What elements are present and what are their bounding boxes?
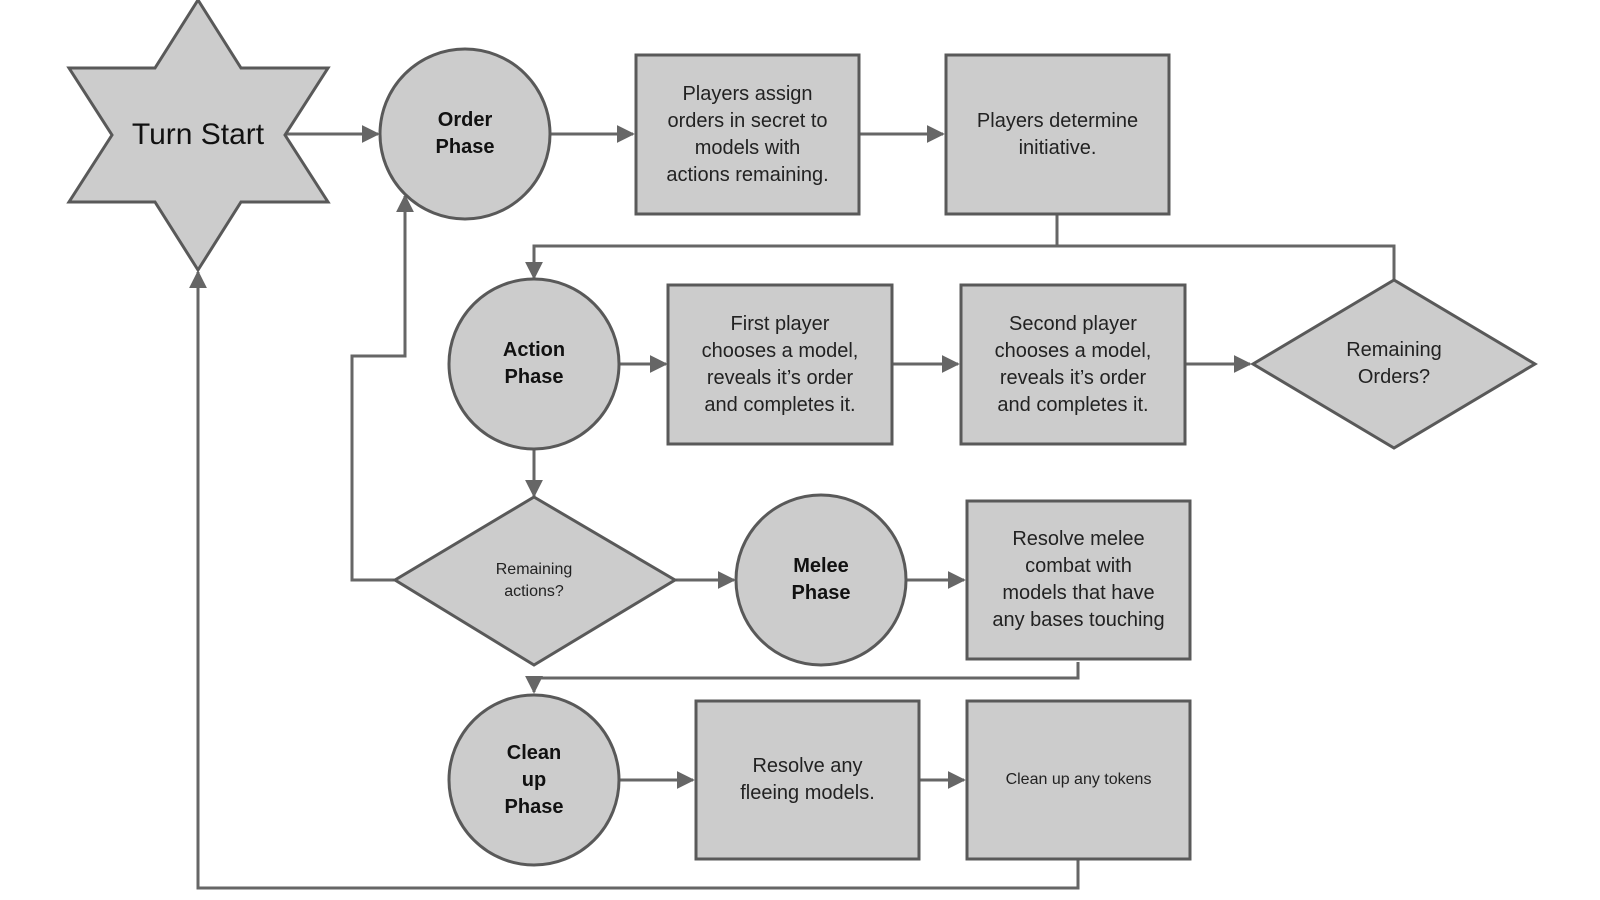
resolve-melee-box <box>965 499 1192 661</box>
determine-initiative-label: Players determine initiative. <box>976 109 1139 159</box>
determine-initiative-box <box>944 53 1171 216</box>
remaining-actions-label: Remaining actions? <box>495 561 573 600</box>
resolve-fleeing-box <box>694 699 921 861</box>
cleanup-phase-circle <box>447 693 621 867</box>
remaining-actions-diamond <box>392 495 678 667</box>
connector-tokens-to-start <box>189 270 1080 890</box>
remaining-orders-label: Remaining Orders? <box>1346 339 1442 388</box>
cleanup-phase-label: Clean up Phase <box>504 741 564 818</box>
action-phase-circle <box>447 277 621 451</box>
connector-initiative-to-action <box>525 214 1059 280</box>
turn-start-star <box>66 0 331 273</box>
resolve-fleeing-label: Resolve any fleeing models. <box>740 755 875 804</box>
second-player-label: Second player chooses a model, reveals i… <box>994 312 1152 416</box>
order-phase-label: Order Phase <box>435 109 495 158</box>
cleanup-tokens-label: Clean up any tokens <box>1005 771 1152 788</box>
second-player-box <box>959 283 1187 446</box>
connector-remaining-actions-to-order <box>350 194 414 582</box>
first-player-box <box>666 283 894 446</box>
remaining-orders-diamond <box>1250 278 1538 450</box>
cleanup-tokens-box <box>965 699 1192 861</box>
first-player-label: First player chooses a model, reveals it… <box>701 312 859 416</box>
resolve-melee-label: Resolve melee combat with models that ha… <box>992 528 1165 631</box>
action-phase-label: Action Phase <box>502 339 566 388</box>
connector-resolve-melee-to-cleanup <box>525 662 1080 694</box>
melee-phase-label: Melee Phase <box>791 555 851 604</box>
assign-orders-label: Players assign orders in secret to model… <box>666 82 829 186</box>
turn-start-label: Turn Start <box>131 118 265 151</box>
assign-orders-box <box>634 53 861 216</box>
melee-phase-circle <box>734 493 908 667</box>
order-phase-circle <box>378 47 552 221</box>
connector-remaining-orders-loop <box>1057 244 1396 280</box>
